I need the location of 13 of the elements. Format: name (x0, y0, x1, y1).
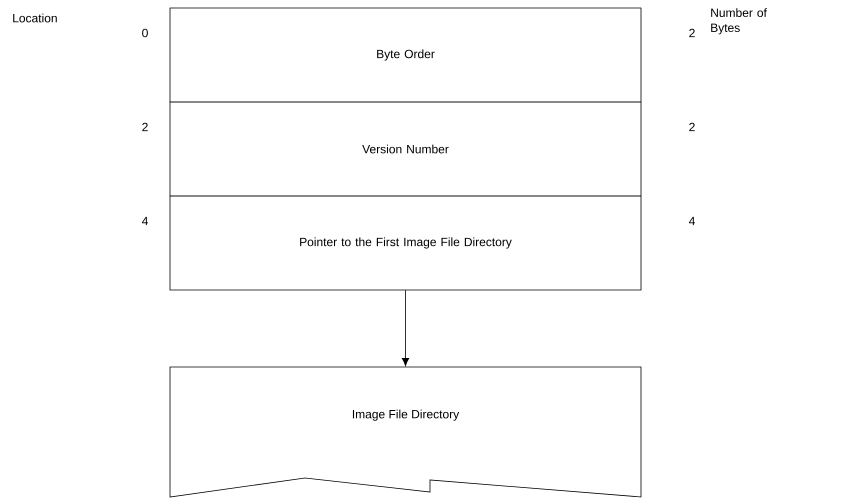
location-number: 4 (142, 216, 148, 226)
field-box: Pointer to the First Image File Directory (170, 196, 642, 290)
byte-count: 4 (688, 216, 695, 226)
byte-count: 2 (689, 122, 695, 132)
location-number: 2 (142, 122, 148, 132)
field-box: Byte Order (170, 8, 642, 102)
field-box: Version Number (170, 102, 642, 196)
byte-count: 2 (689, 28, 695, 38)
arrow (402, 290, 410, 366)
column-heading: Number of Bytes (711, 8, 767, 34)
column-heading: Location (13, 14, 57, 22)
location-number: 0 (142, 28, 148, 38)
directory-box: Image File Directory (170, 366, 642, 498)
